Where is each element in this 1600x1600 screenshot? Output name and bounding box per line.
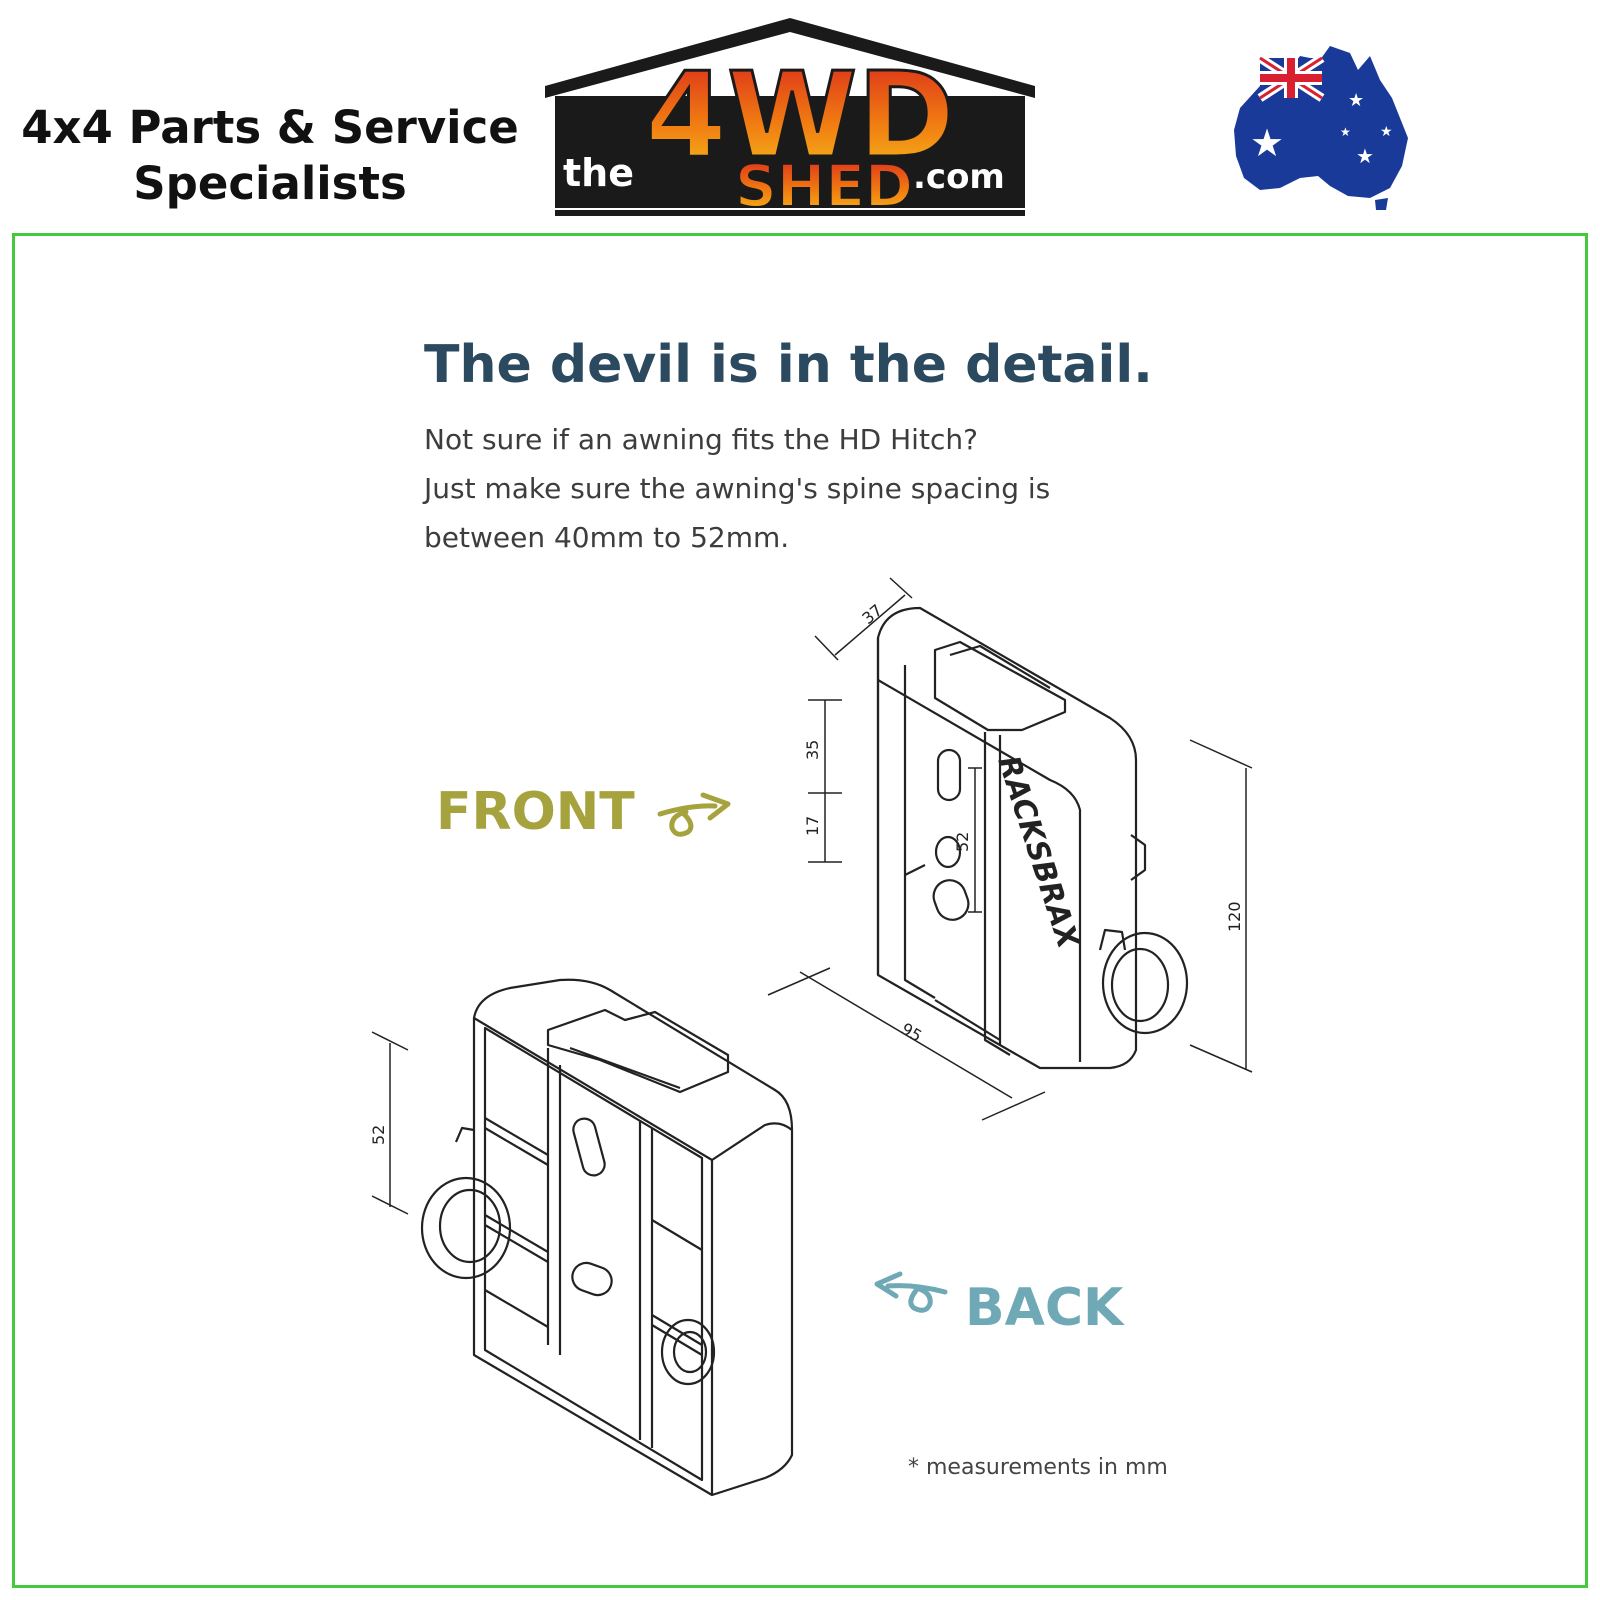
intro-text: Not sure if an awning fits the HD Hitch?… <box>424 415 1050 562</box>
dim-label-17: 17 <box>803 816 822 836</box>
dim-line-95 <box>767 967 1046 1121</box>
measurement-note: * measurements in mm <box>908 1455 1168 1480</box>
tagline-line-2: Specialists <box>133 157 407 210</box>
the4wdshed-logo[interactable]: the 4WD SHED .com <box>545 18 1035 218</box>
dim-line-52-back <box>371 1031 409 1215</box>
logo-shed-text: SHED <box>735 152 913 218</box>
logo-the-text: the <box>563 151 634 195</box>
svg-text:★: ★ <box>1348 90 1364 111</box>
site-header: 4x4 Parts & Service Specialists the 4WD … <box>0 0 1600 230</box>
svg-text:★: ★ <box>1380 124 1393 140</box>
intro-line-1: Not sure if an awning fits the HD Hitch? <box>424 423 978 456</box>
back-arrow-icon <box>874 1271 948 1313</box>
dim-label-52-front: 52 <box>953 832 972 852</box>
dim-line-52-front <box>968 767 982 913</box>
dim-line-120 <box>1189 739 1253 1073</box>
svg-text:★: ★ <box>1356 144 1374 168</box>
dim-line-17 <box>808 793 842 863</box>
front-arrow-icon <box>657 792 731 837</box>
intro-line-3: between 40mm to 52mm. <box>424 521 790 554</box>
back-label: BACK <box>965 1278 1124 1338</box>
logo-body <box>555 96 1025 208</box>
australia-flag-map-icon: ★ ★ ★ ★ ★ <box>1234 46 1408 210</box>
logo-com-text: .com <box>913 157 1005 197</box>
headline: The devil is in the detail. <box>424 335 1153 395</box>
content-panel <box>12 233 1588 1588</box>
back-view-drawing <box>420 978 794 1497</box>
dim-label-120: 120 <box>1225 901 1244 932</box>
brand-mark: RACKSBRAX <box>990 752 1086 955</box>
dim-label-52-back: 52 <box>369 1125 388 1145</box>
dim-label-37: 37 <box>858 600 886 628</box>
front-view-drawing <box>876 606 1189 1070</box>
dim-label-95: 95 <box>898 1019 925 1046</box>
tagline-line-1: 4x4 Parts & Service <box>21 101 519 154</box>
svg-text:★: ★ <box>1250 121 1284 165</box>
logo-4wd-text: 4WD <box>645 46 955 184</box>
front-label: FRONT <box>436 782 635 842</box>
intro-line-2: Just make sure the awning's spine spacin… <box>424 472 1051 505</box>
tagline: 4x4 Parts & Service Specialists <box>20 100 520 212</box>
svg-text:★: ★ <box>1340 125 1351 139</box>
dim-label-35: 35 <box>803 740 822 760</box>
dim-line-37 <box>814 577 913 661</box>
